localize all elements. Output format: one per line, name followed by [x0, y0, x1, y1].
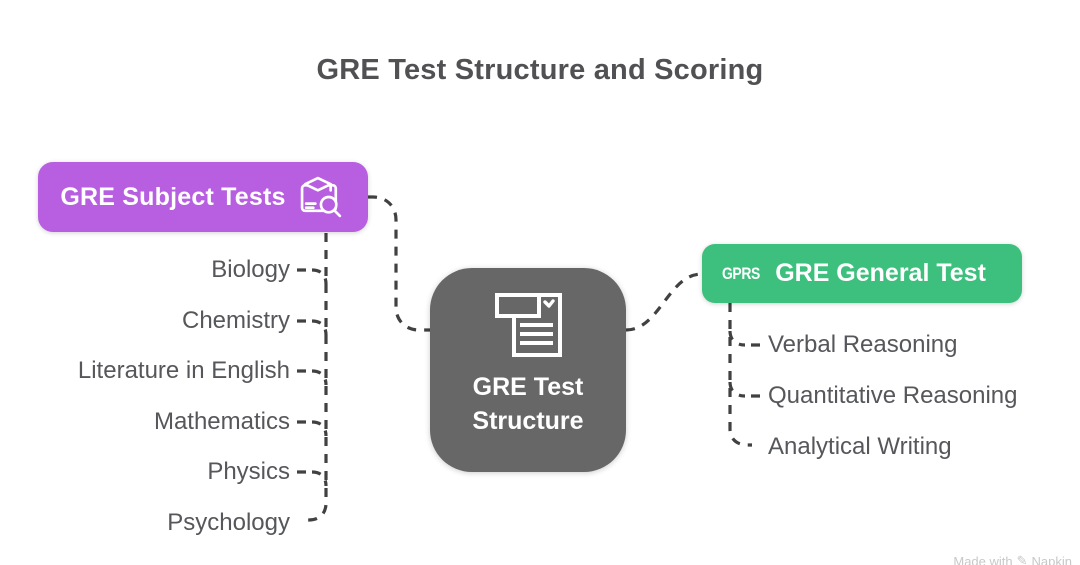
- subject-trunk-line: [304, 233, 328, 522]
- center-node-label: GRE Test Structure: [472, 370, 583, 438]
- list-item-literature: Literature in English: [77, 357, 290, 384]
- graduation-search-icon: [300, 176, 341, 217]
- diagram-title: GRE Test Structure and Scoring: [316, 54, 764, 86]
- branch-chemistry: [297, 319, 328, 336]
- list-item-verbal-reasoning: Verbal Reasoning: [768, 331, 958, 358]
- connector-center-to-general: [625, 272, 703, 332]
- node-gre-test-structure: GRE Test Structure: [430, 268, 626, 472]
- branch-verbal: [728, 330, 760, 347]
- list-item-psychology: Psychology: [167, 509, 290, 536]
- connector-subject-to-center: [368, 195, 430, 332]
- list-item-biology: Biology: [211, 256, 290, 283]
- list-item-analytical-writing: Analytical Writing: [768, 433, 952, 460]
- watermark: Made with ✎ Napkin: [953, 553, 1072, 565]
- node-gre-general-test: GPRS GRE General Test: [702, 244, 1022, 303]
- center-label-line2: Structure: [472, 407, 584, 435]
- branch-mathematics: [297, 420, 328, 437]
- list-item-mathematics: Mathematics: [153, 408, 290, 435]
- document-check-icon: [495, 293, 562, 357]
- general-test-label: GRE General Test: [775, 259, 986, 287]
- center-label-line1: GRE Test: [472, 373, 584, 401]
- branch-quantitative: [728, 381, 760, 398]
- node-gre-subject-tests: GRE Subject Tests: [38, 162, 368, 232]
- pen-icon: ✎: [1016, 553, 1028, 565]
- list-item-physics: Physics: [207, 458, 290, 485]
- branch-biology: [297, 268, 328, 285]
- watermark-prefix: Made with: [953, 553, 1013, 565]
- general-trunk-line: [728, 303, 752, 447]
- branch-literature: [297, 369, 328, 386]
- gprs-badge: GPRS: [722, 263, 760, 283]
- watermark-brand: Napkin: [1031, 553, 1072, 565]
- list-item-quantitative-reasoning: Quantitative Reasoning: [768, 382, 1018, 409]
- list-item-chemistry: Chemistry: [181, 307, 290, 334]
- branch-physics: [297, 470, 328, 487]
- subject-tests-label: GRE Subject Tests: [60, 182, 286, 211]
